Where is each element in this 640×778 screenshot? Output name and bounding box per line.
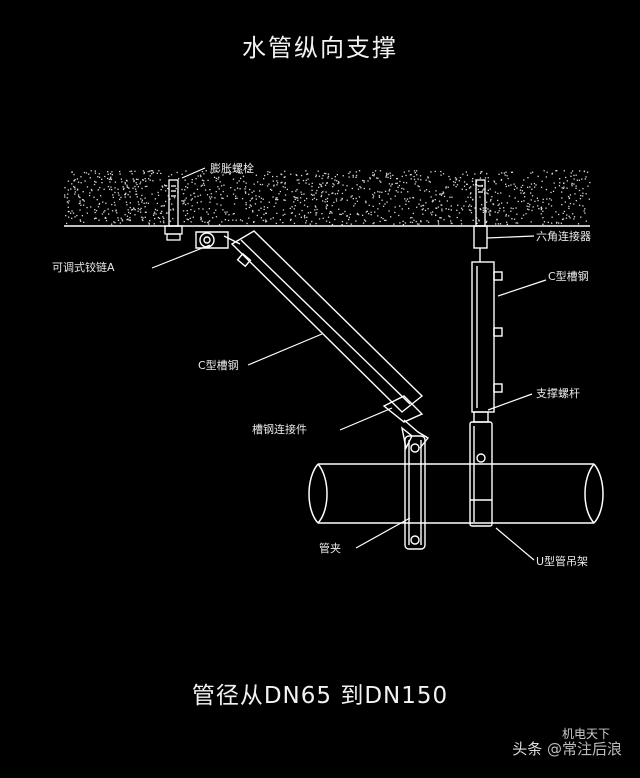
diagram-title: 水管纵向支撑 bbox=[242, 34, 398, 62]
watermark: 头条 @常注后浪 bbox=[512, 738, 622, 759]
label-u-hanger: U型管吊架 bbox=[536, 555, 589, 568]
label-channel-connector: 槽钢连接件 bbox=[252, 423, 307, 436]
support-rod bbox=[473, 411, 489, 423]
label-support-rod: 支撑螺杆 bbox=[536, 387, 580, 400]
leader-lines bbox=[151, 167, 547, 561]
watermark-handle: @常注后浪 bbox=[546, 740, 622, 758]
label-expansion-bolt: 膨胀螺栓 bbox=[210, 162, 254, 175]
label-hex-connector: 六角连接器 bbox=[536, 230, 591, 243]
watermark-source: 头条 bbox=[512, 740, 543, 758]
label-pipe-clamp: 管夹 bbox=[319, 542, 341, 555]
diagonal-c-channel bbox=[230, 230, 424, 413]
vertical-c-channel bbox=[471, 261, 503, 413]
pipe-clamp bbox=[404, 435, 426, 550]
label-c-channel-left: C型槽钢 bbox=[198, 359, 239, 372]
adjustable-hinge bbox=[195, 231, 241, 249]
diagram-caption: 管径从DN65 到DN150 bbox=[191, 683, 449, 709]
hex-connector bbox=[473, 225, 488, 262]
left-expansion-bolt bbox=[164, 179, 183, 241]
label-adjustable-hinge: 可调式铰链A bbox=[52, 261, 115, 274]
concrete-slab bbox=[64, 168, 591, 227]
horizontal-pipe bbox=[308, 463, 604, 524]
watermark-overlay: 机电天下 bbox=[562, 727, 611, 741]
u-hanger bbox=[469, 421, 493, 527]
label-c-channel-right: C型槽钢 bbox=[548, 270, 589, 283]
